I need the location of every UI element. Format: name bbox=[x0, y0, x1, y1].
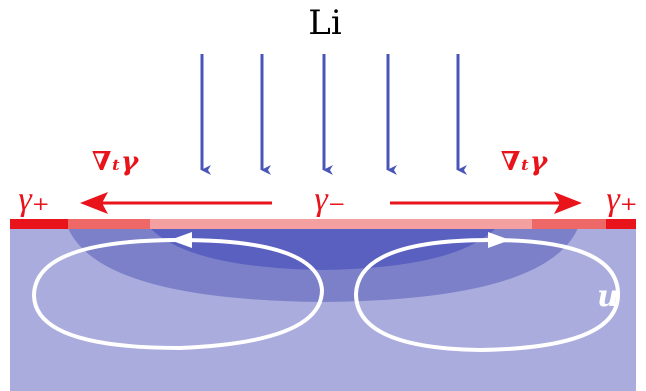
gradient-arrow-right bbox=[390, 192, 582, 214]
surface-red-left bbox=[10, 219, 68, 229]
surface-pink-right bbox=[532, 219, 606, 229]
gradient-arrow-left bbox=[80, 192, 272, 214]
velocity-label: u bbox=[597, 279, 619, 314]
surface-center bbox=[150, 219, 532, 229]
gamma-plus-left-label: γ₊ bbox=[18, 181, 49, 218]
gradient-label-left: ∇ₜγ bbox=[92, 147, 140, 177]
surface-pink-left bbox=[68, 219, 150, 229]
flux-arrows bbox=[202, 54, 458, 170]
species-label: Li bbox=[308, 3, 342, 43]
gradient-label-right: ∇ₜγ bbox=[501, 147, 549, 177]
surface-red-right bbox=[606, 219, 636, 229]
gamma-minus-label: γ₋ bbox=[314, 181, 345, 218]
gamma-plus-right-label: γ₊ bbox=[606, 181, 637, 218]
